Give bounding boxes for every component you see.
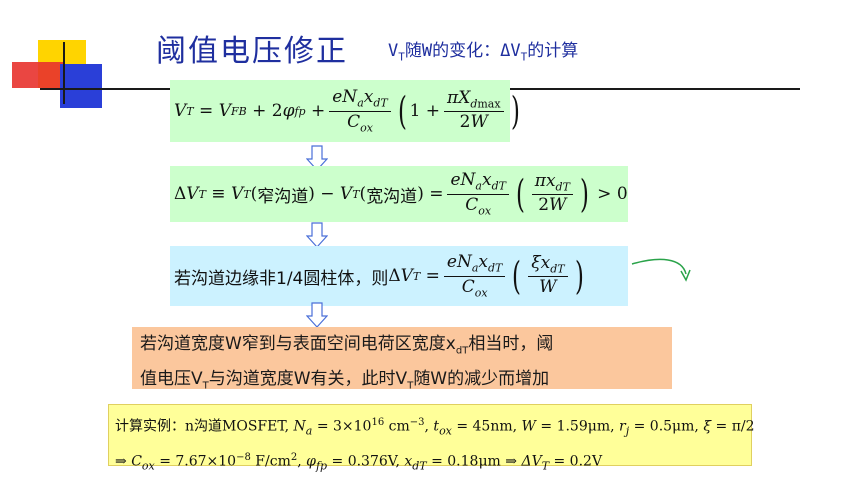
example-line-1: 计算实例：n沟道MOSFET, Na = 3×1016 cm−3, tox = … — [115, 417, 755, 438]
conclusion-line-2: 值电压VT与沟道宽度W有关，此时VT随W的减少而增加 — [140, 369, 550, 392]
calculation-example-box: 计算实例：n沟道MOSFET, Na = 3×1016 cm−3, tox = … — [108, 404, 755, 473]
logo-vertical-line — [63, 42, 65, 104]
down-arrow-icon — [306, 222, 328, 248]
conclusion-line-1: 若沟道宽度W窄到与表面空间电荷区宽度xdT相当时，阈 — [140, 334, 554, 357]
example-line-2: ⇒ Cox = 7.67×10−8 F/cm2, φfp = 0.376V, x… — [115, 452, 603, 473]
down-arrow-icon — [306, 145, 328, 171]
logo-red-bar — [12, 62, 64, 88]
curved-arrow-icon — [631, 258, 691, 282]
down-arrow-icon — [306, 302, 328, 328]
page-subtitle: VT随W的变化：ΔVT的计算 — [388, 41, 579, 64]
logo-blue-square — [60, 64, 102, 108]
conclusion-box: 若沟道宽度W窄到与表面空间电荷区宽度xdT相当时，阈 值电压VT与沟道宽度W有关… — [132, 327, 672, 392]
page-title: 阈值电压修正 — [156, 34, 348, 69]
